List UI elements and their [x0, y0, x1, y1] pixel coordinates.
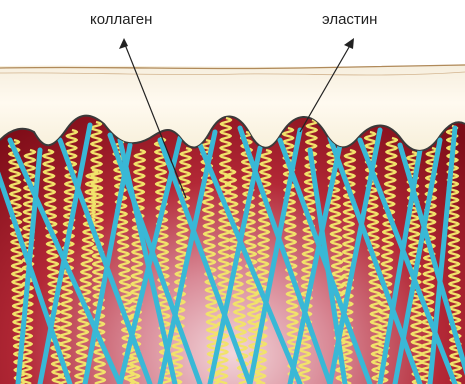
elastin-label: эластин — [322, 12, 377, 27]
collagen-label: коллаген — [90, 12, 152, 27]
